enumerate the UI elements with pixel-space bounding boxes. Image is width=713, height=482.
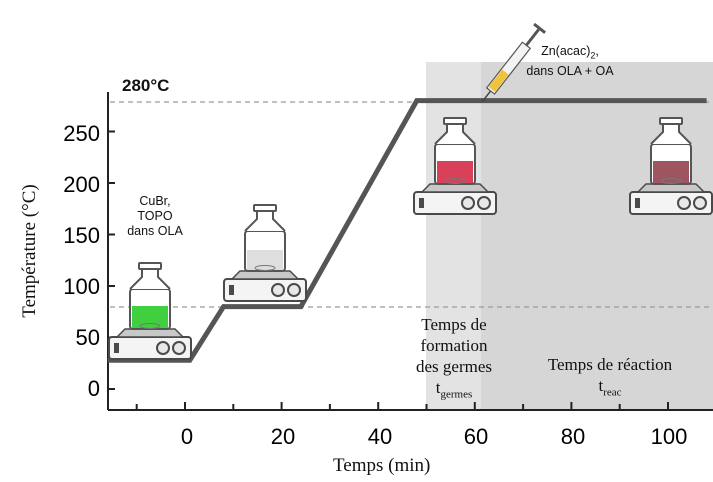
y-tick-label: 100 xyxy=(63,274,100,299)
reaction-symbol: treac xyxy=(525,375,695,403)
precursor-line: dans OLA xyxy=(127,224,183,238)
stir-bar-icon xyxy=(139,323,161,329)
flask-neck xyxy=(244,210,286,232)
hotplate-knob-icon xyxy=(477,196,491,210)
hotplate-switch-icon xyxy=(419,198,424,208)
flask-stopper xyxy=(138,262,162,270)
nucleation-line: Temps de xyxy=(421,315,487,334)
precursor-line: TOPO xyxy=(137,209,173,223)
reaction-phase-label: Temps de réaction treac xyxy=(525,354,695,403)
syringe-icon xyxy=(481,22,547,103)
hotplate-knob-icon xyxy=(677,196,691,210)
flask-green-on-hotplate xyxy=(108,262,192,360)
hotplate-switch-icon xyxy=(114,343,119,353)
injection-comma: , xyxy=(595,44,599,58)
reaction-t: t xyxy=(598,376,604,395)
flask-liquid xyxy=(132,306,168,328)
x-tick-label: 0 xyxy=(180,424,194,449)
stir-bar-icon xyxy=(444,178,466,184)
x-axis-title: Temps (min) xyxy=(333,455,431,476)
hotplate-top xyxy=(636,183,706,193)
flask-clear-on-hotplate xyxy=(223,204,307,302)
nucleation-phase-label: Temps de formation des germes tgermes xyxy=(402,314,506,405)
nucleation-t: t xyxy=(435,378,441,397)
hotplate-switch-icon xyxy=(229,285,234,295)
x-tick-label: 80 xyxy=(560,424,586,449)
nucleation-symbol: tgermes xyxy=(402,377,506,405)
hotplate-knob-icon xyxy=(271,283,285,297)
y-axis-title: Température (°C) xyxy=(19,184,40,318)
y-tick-label: 200 xyxy=(63,172,100,197)
hotplate-knob-icon xyxy=(172,341,186,355)
hotplate-knob-icon xyxy=(156,341,170,355)
flask-liquid xyxy=(653,161,689,183)
reaction-subscript: reac xyxy=(603,386,622,399)
flask-stopper xyxy=(659,117,683,125)
injection-subscript: 2 xyxy=(590,50,596,61)
nucleation-line: formation xyxy=(420,336,488,355)
nucleation-line: des germes xyxy=(415,357,492,376)
stir-bar-icon xyxy=(254,265,276,271)
y-tick-label: 250 xyxy=(63,121,100,146)
x-tick-label: 20 xyxy=(270,424,296,449)
temperature-280-label: 280°C xyxy=(122,76,170,95)
flask-liquid xyxy=(437,161,473,183)
nucleation-subscript: germes xyxy=(440,388,473,401)
injection-label: Zn(acac)2, dans OLA + OA xyxy=(515,44,625,79)
flask-red-on-hotplate xyxy=(413,117,497,215)
reaction-line: Temps de réaction xyxy=(547,355,673,374)
hotplate-top xyxy=(115,328,185,338)
flask-neck xyxy=(129,268,171,290)
hotplate-switch-icon xyxy=(635,198,640,208)
hotplate-knob-icon xyxy=(287,283,301,297)
flask-liquid xyxy=(247,250,283,270)
x-tick-label: 60 xyxy=(463,424,489,449)
hotplate-top xyxy=(230,270,300,280)
injection-line-2: dans OLA + OA xyxy=(526,63,614,78)
injection-compound: Zn(acac) xyxy=(541,44,591,58)
flask-stopper xyxy=(253,204,277,212)
injection-line-1: Zn(acac)2, xyxy=(515,44,625,64)
flasks-layer xyxy=(108,117,713,360)
flask-dark-red-on-hotplate xyxy=(629,117,713,215)
temperature-profile-line xyxy=(107,98,707,363)
x-tick-label: 40 xyxy=(367,424,393,449)
precursors-label: CuBr, TOPO dans OLA xyxy=(110,194,200,239)
hotplate-top xyxy=(420,183,490,193)
y-tick-label: 0 xyxy=(87,376,100,401)
x-axis-ticks xyxy=(135,402,669,410)
flask-stopper xyxy=(443,117,467,125)
y-tick-label: 50 xyxy=(75,325,100,350)
x-tick-label: 100 xyxy=(650,424,688,449)
precursor-line: CuBr, xyxy=(139,194,171,208)
y-tick-label: 150 xyxy=(63,223,100,248)
hotplate-knob-icon xyxy=(461,196,475,210)
hotplate-knob-icon xyxy=(693,196,707,210)
stir-bar-icon xyxy=(660,178,682,184)
